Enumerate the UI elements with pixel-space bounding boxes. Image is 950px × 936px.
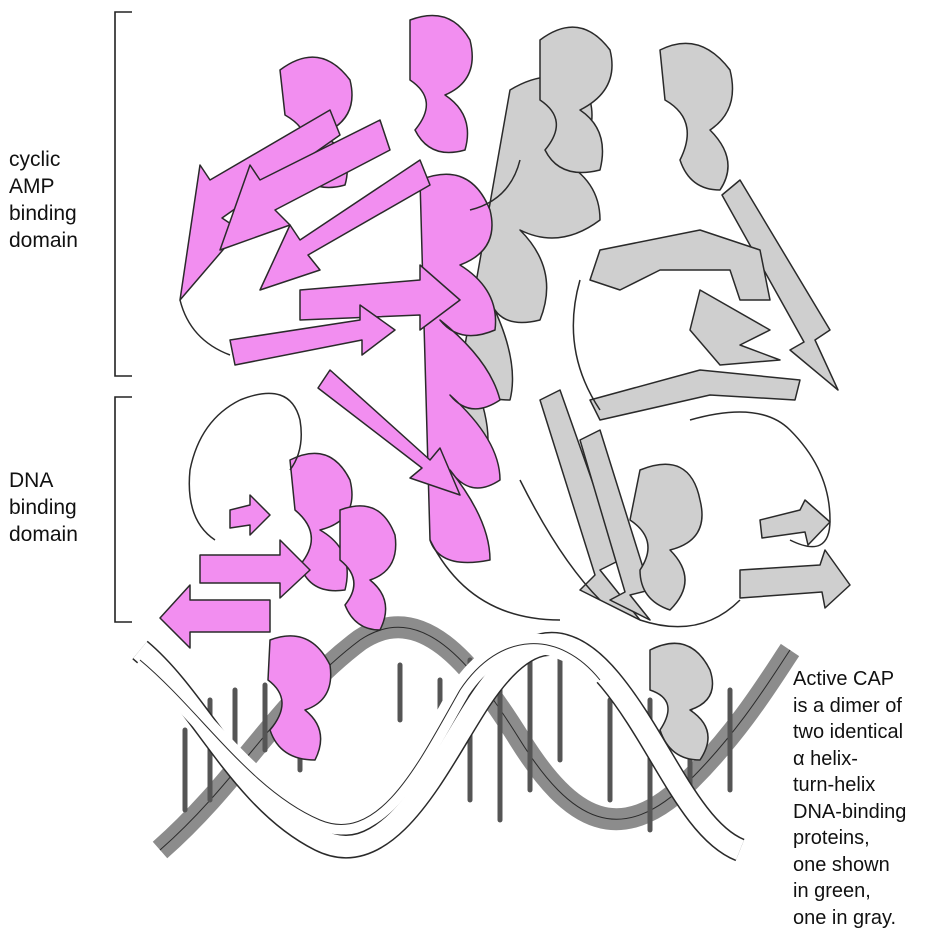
gray-beta-strand-8 <box>760 500 830 545</box>
dna-domain-bracket <box>115 397 132 622</box>
gray-beta-strand-3 <box>690 290 780 365</box>
gray-beta-strand-7 <box>740 550 850 608</box>
pink-top-helix-2 <box>410 16 472 153</box>
gray-beta-strand-2 <box>590 230 770 300</box>
pink-recognition-helix <box>268 636 331 760</box>
pink-beta-strand-7 <box>200 540 310 598</box>
camp-domain-bracket <box>115 12 132 376</box>
pink-beta-strand-9 <box>230 495 270 535</box>
gray-top-helix-2 <box>660 43 733 190</box>
gray-beta-strand-4 <box>590 370 800 420</box>
pink-beta-strand-8 <box>160 585 270 648</box>
pink-dbd-helix-2 <box>340 506 396 630</box>
gray-top-helix-1 <box>540 27 612 172</box>
